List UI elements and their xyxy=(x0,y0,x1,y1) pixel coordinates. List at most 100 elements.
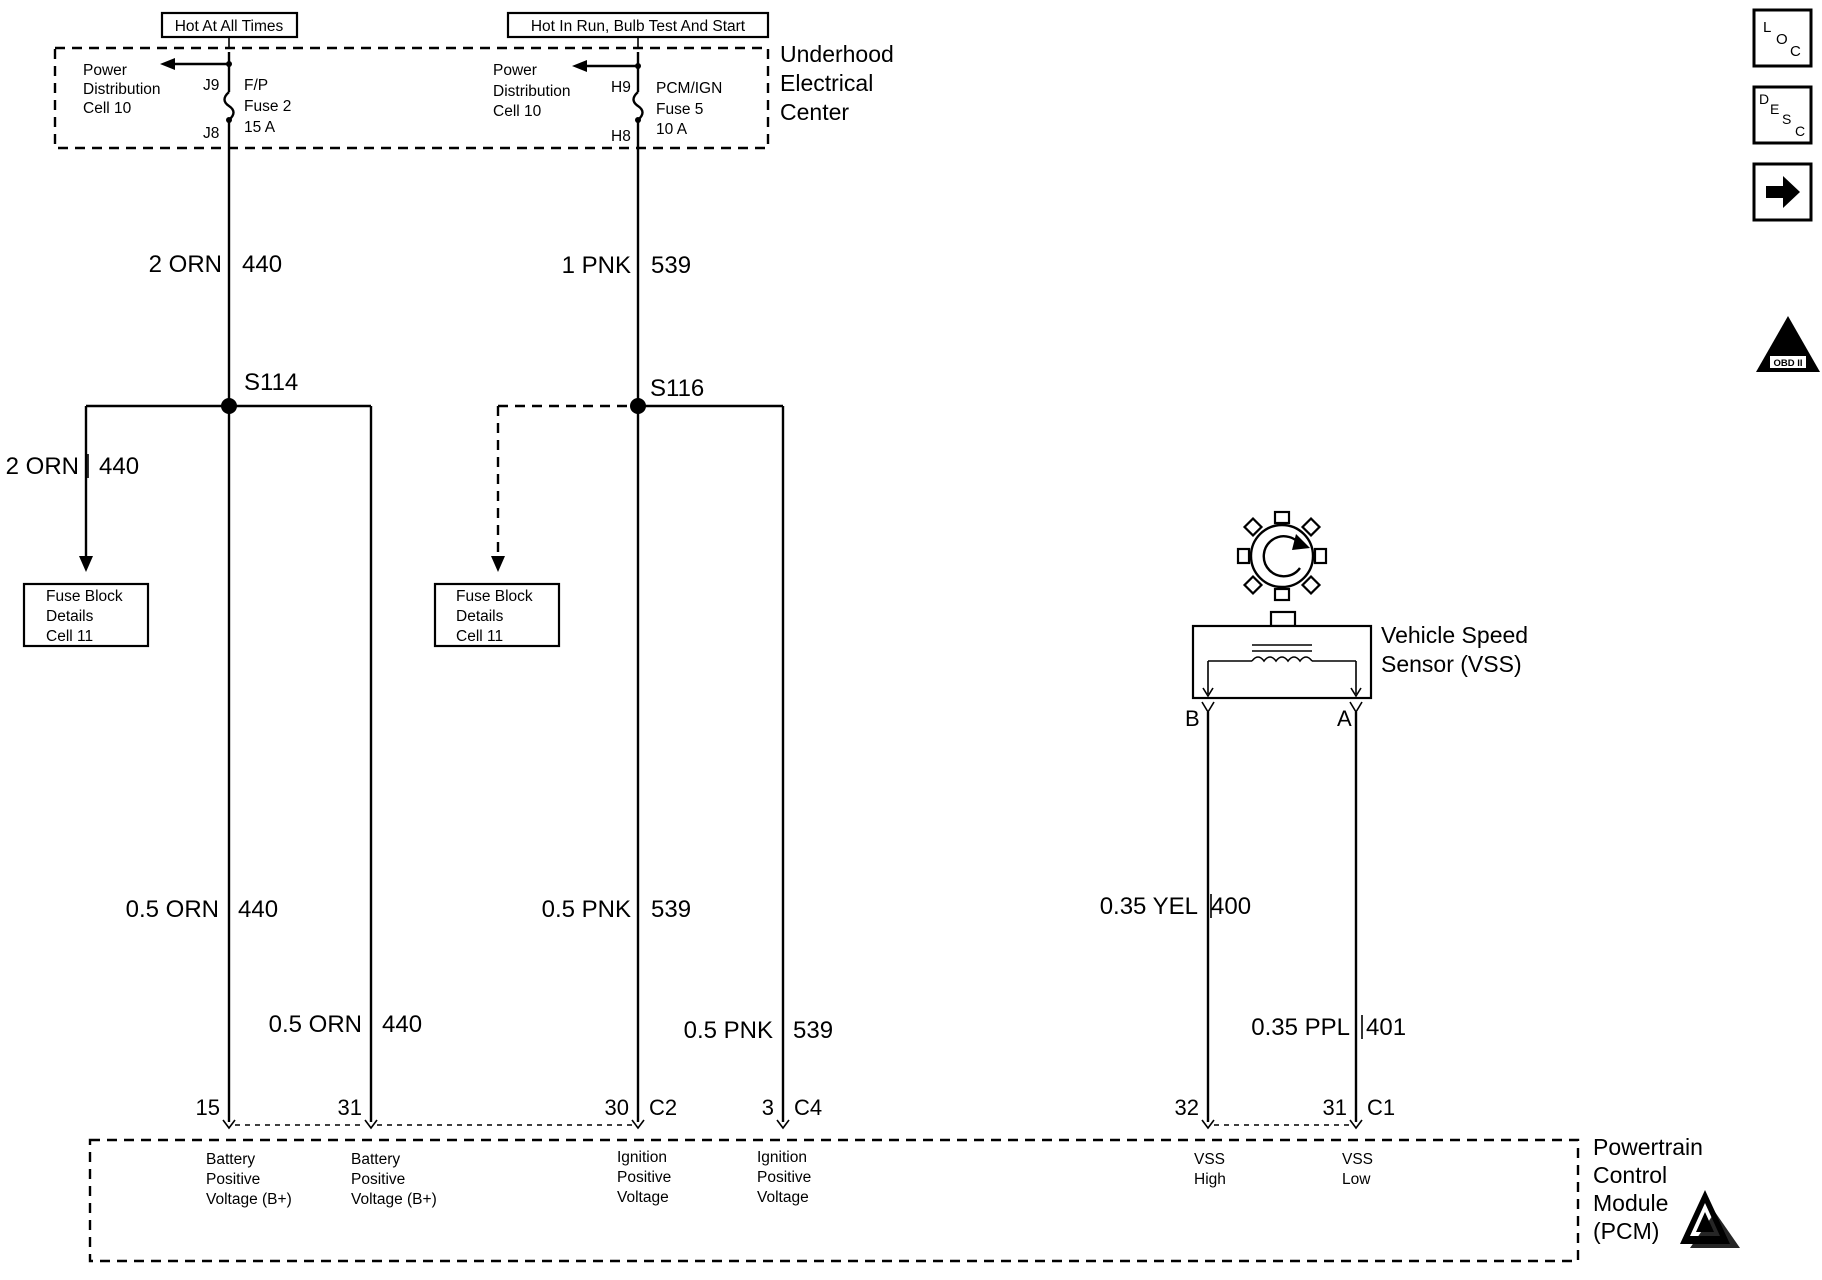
svg-text:0.5 ORN: 0.5 ORN xyxy=(269,1011,362,1038)
svg-text:PCM/IGN: PCM/IGN xyxy=(656,80,722,97)
svg-text:Electrical: Electrical xyxy=(780,70,873,96)
svg-text:0.5 ORN: 0.5 ORN xyxy=(126,896,219,923)
svg-text:10 A: 10 A xyxy=(656,121,688,138)
svg-text:Positive: Positive xyxy=(757,1169,811,1186)
svg-text:Ignition: Ignition xyxy=(617,1149,667,1166)
svg-text:J9: J9 xyxy=(203,77,219,94)
svg-text:Voltage (B+): Voltage (B+) xyxy=(206,1191,292,1208)
svg-text:0.35 PPL: 0.35 PPL xyxy=(1251,1014,1350,1041)
svg-text:539: 539 xyxy=(651,252,691,279)
svg-text:(PCM): (PCM) xyxy=(1593,1218,1659,1244)
svg-text:OBD II: OBD II xyxy=(1773,358,1802,369)
svg-text:Voltage: Voltage xyxy=(617,1189,669,1206)
pcm-desc-battery-2: Battery Positive Voltage (B+) xyxy=(351,1151,437,1208)
hot-in-run-header: Hot In Run, Bulb Test And Start xyxy=(506,11,770,39)
svg-text:Fuse 5: Fuse 5 xyxy=(656,101,703,118)
svg-text:S116: S116 xyxy=(650,375,704,402)
pcm-title: Powertrain Control Module (PCM) xyxy=(1593,1134,1703,1244)
desc-button[interactable]: D E S C xyxy=(1752,85,1813,145)
svg-text:S114: S114 xyxy=(244,369,298,396)
pcm-desc-vss-high: VSS High xyxy=(1194,1151,1226,1188)
svg-text:D: D xyxy=(1759,91,1769,107)
vss-connector-b: B xyxy=(1185,701,1215,731)
svg-text:15 A: 15 A xyxy=(244,119,276,136)
svg-text:Center: Center xyxy=(780,99,849,125)
svg-text:Hot At All Times: Hot At All Times xyxy=(175,18,284,35)
svg-text:S: S xyxy=(1782,111,1791,127)
svg-text:400: 400 xyxy=(1211,893,1251,920)
svg-text:440: 440 xyxy=(238,896,278,923)
pcm-desc-battery-1: Battery Positive Voltage (B+) xyxy=(206,1151,292,1208)
vss-sensor-body xyxy=(1191,610,1373,700)
next-button[interactable] xyxy=(1752,162,1813,222)
svg-text:A: A xyxy=(1337,706,1352,731)
svg-text:30: 30 xyxy=(605,1095,629,1120)
svg-text:C: C xyxy=(1795,123,1805,139)
obd-ii-icon[interactable]: II OBD II xyxy=(1756,316,1820,372)
svg-text:C1: C1 xyxy=(1367,1095,1395,1120)
svg-text:Distribution: Distribution xyxy=(83,81,161,98)
fp-fuse-2: Power Distribution Cell 10 J9 J8 F/P Fus… xyxy=(83,52,291,142)
svg-text:401: 401 xyxy=(1366,1014,1406,1041)
svg-text:H9: H9 xyxy=(611,79,631,96)
wire-label-401: 0.35 PPL 401 xyxy=(1251,1014,1406,1041)
svg-text:Voltage: Voltage xyxy=(757,1189,809,1206)
svg-text:Low: Low xyxy=(1342,1171,1371,1188)
svg-text:B: B xyxy=(1185,706,1200,731)
svg-text:440: 440 xyxy=(242,251,282,278)
svg-text:Distribution: Distribution xyxy=(493,83,571,100)
svg-text:L: L xyxy=(1763,19,1771,36)
wire-label-539-b: 0.5 PNK 539 xyxy=(684,1017,833,1044)
svg-text:Fuse 2: Fuse 2 xyxy=(244,98,291,115)
svg-text:Module: Module xyxy=(1593,1190,1668,1216)
pcm-desc-vss-low: VSS Low xyxy=(1342,1151,1373,1188)
vss-connector-a: A xyxy=(1337,701,1363,731)
fuse-block-details-right: Fuse Block Details Cell 11 xyxy=(433,582,561,648)
wire-label-539-a: 0.5 PNK 539 xyxy=(542,896,691,923)
svg-text:15: 15 xyxy=(196,1095,220,1120)
svg-text:C2: C2 xyxy=(649,1095,677,1120)
svg-text:0.35 YEL: 0.35 YEL xyxy=(1100,893,1198,920)
svg-text:Underhood: Underhood xyxy=(780,41,894,67)
wire-label-440-top: 2 ORN 440 xyxy=(149,251,282,278)
svg-text:Cell 10: Cell 10 xyxy=(493,103,542,120)
svg-text:31: 31 xyxy=(338,1095,362,1120)
loc-button[interactable]: L O C xyxy=(1752,8,1813,68)
fuse-block-details-left: Fuse Block Details Cell 11 xyxy=(22,582,150,648)
pcm-desc-ignition-2: Ignition Positive Voltage xyxy=(757,1149,811,1206)
svg-text:3: 3 xyxy=(762,1095,774,1120)
wire-label-400: 0.35 YEL 400 xyxy=(1100,893,1251,920)
svg-text:Positive: Positive xyxy=(206,1171,260,1188)
svg-text:II: II xyxy=(1784,337,1792,353)
svg-text:1 PNK: 1 PNK xyxy=(562,252,631,279)
splice-s116: S116 xyxy=(630,375,704,414)
svg-text:Battery: Battery xyxy=(351,1151,400,1168)
svg-text:Control: Control xyxy=(1593,1162,1667,1188)
pcm-connector-pins: 15 31 30 C2 3 C4 32 31 C1 xyxy=(196,1095,1395,1130)
wire-label-440-b: 0.5 ORN 440 xyxy=(269,1011,422,1038)
svg-text:VSS: VSS xyxy=(1194,1151,1225,1168)
wire-label-440-a: 0.5 ORN 440 xyxy=(126,896,278,923)
wire-label-440-side: 2 ORN 440 xyxy=(6,453,139,480)
svg-text:Ignition: Ignition xyxy=(757,1149,807,1166)
svg-text:J8: J8 xyxy=(203,125,219,142)
vss-label: Vehicle Speed Sensor (VSS) xyxy=(1381,622,1528,677)
svg-text:Details: Details xyxy=(46,608,94,625)
svg-text:Details: Details xyxy=(456,608,504,625)
svg-text:Hot In Run, Bulb Test And Star: Hot In Run, Bulb Test And Start xyxy=(531,18,746,35)
svg-text:Power: Power xyxy=(493,62,537,79)
svg-text:2 ORN: 2 ORN xyxy=(149,251,222,278)
esd-warning-icon xyxy=(1680,1190,1740,1248)
svg-text:Powertrain: Powertrain xyxy=(1593,1134,1703,1160)
svg-text:Cell 10: Cell 10 xyxy=(83,100,132,117)
wire-label-539-top: 1 PNK 539 xyxy=(562,252,691,279)
svg-text:Power: Power xyxy=(83,62,127,79)
svg-text:O: O xyxy=(1776,31,1788,48)
svg-text:539: 539 xyxy=(793,1017,833,1044)
svg-text:31: 31 xyxy=(1323,1095,1347,1120)
svg-text:Battery: Battery xyxy=(206,1151,255,1168)
arrow-right-icon xyxy=(1766,176,1800,208)
underhood-electrical-center-title: Underhood Electrical Center xyxy=(780,41,894,125)
svg-text:440: 440 xyxy=(382,1011,422,1038)
